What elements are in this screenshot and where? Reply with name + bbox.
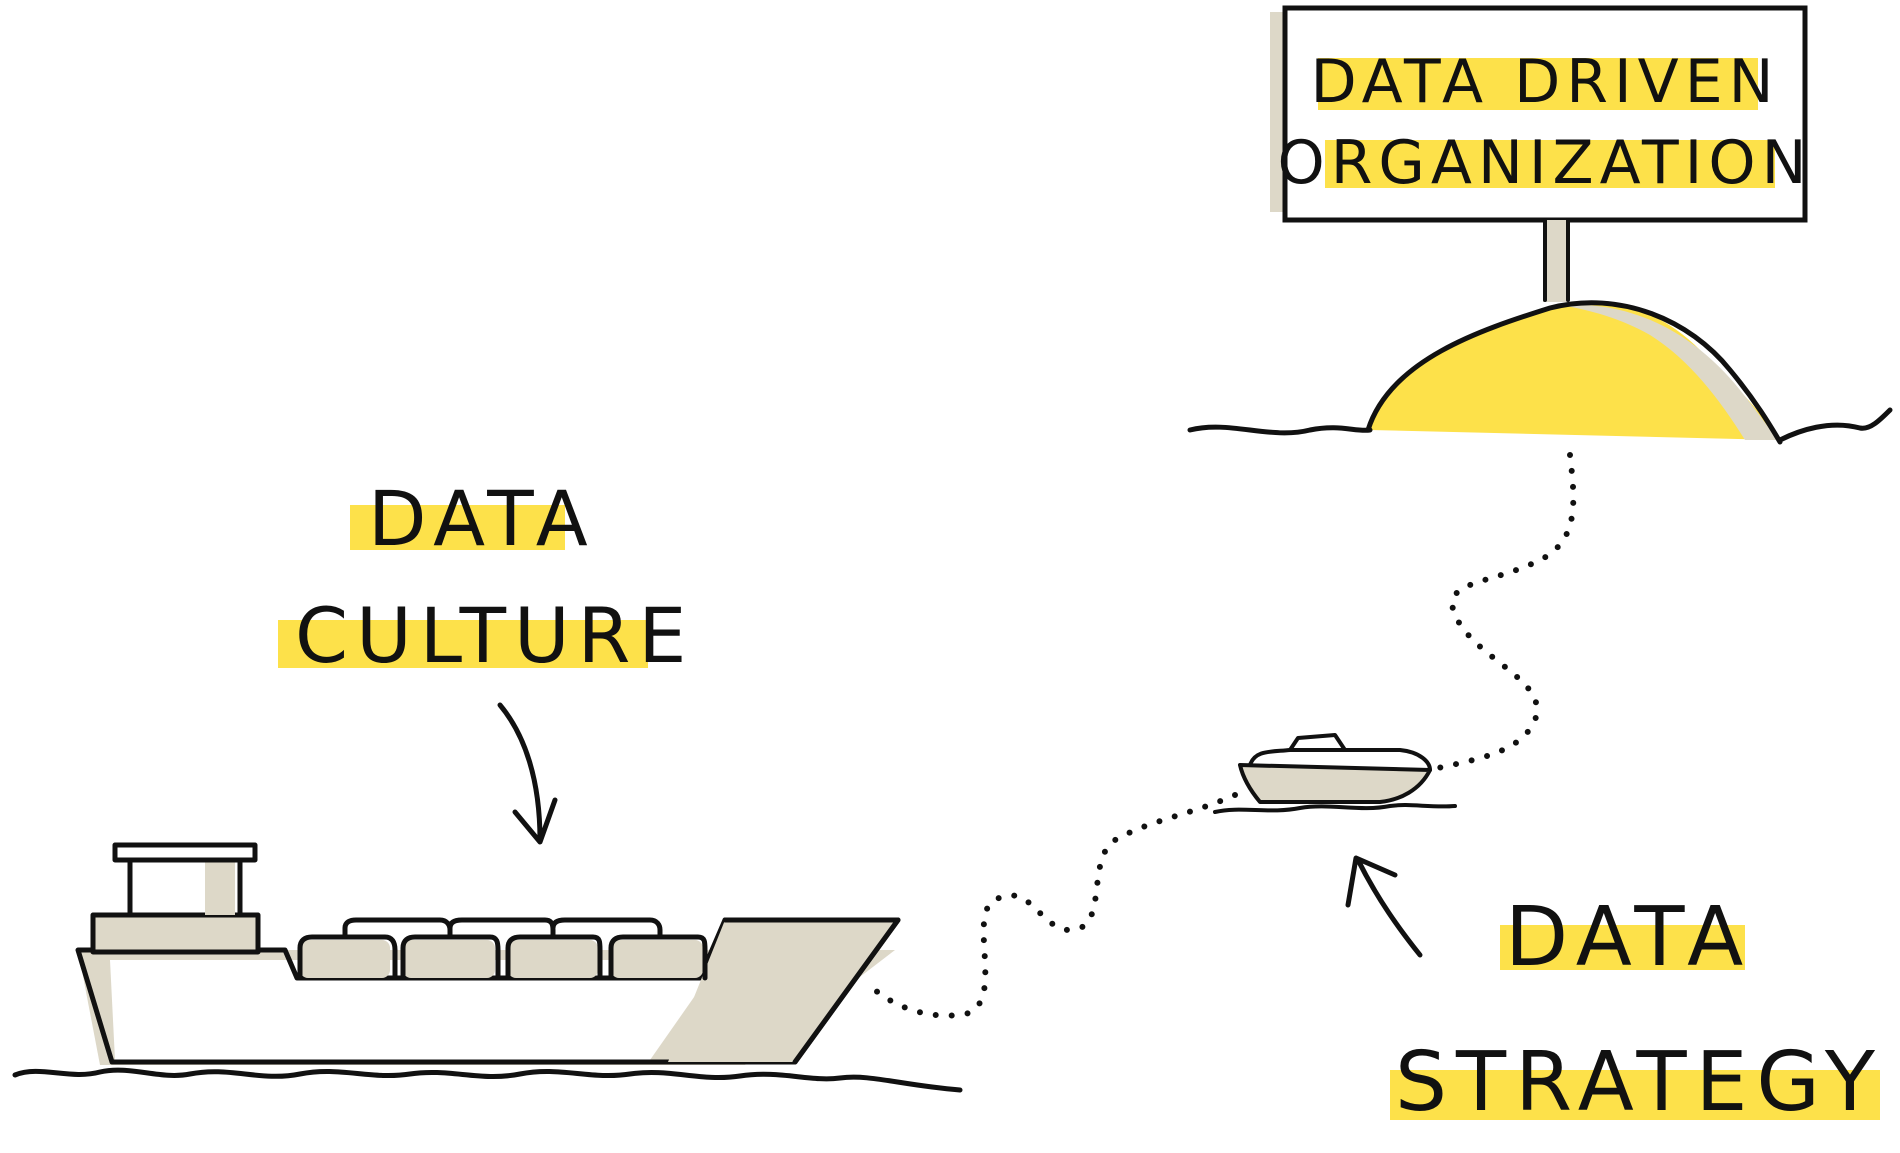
culture-highlight-1 (350, 505, 565, 550)
boat-cabin (1288, 733, 1347, 752)
route-from-ship (872, 792, 1238, 1019)
destination-sign: DATA DRIVEN ORGANIZATION (1270, 5, 1813, 302)
container-3 (508, 940, 598, 978)
data-culture-label: DATA CULTURE (278, 474, 694, 845)
strategy-highlight-1 (1500, 925, 1745, 970)
island (1187, 300, 1893, 445)
ship-bow (722, 917, 901, 1065)
culture-highlight-2 (278, 620, 648, 668)
culture-line-1: DATA (368, 474, 596, 563)
sign-line-1: DATA DRIVEN (1310, 47, 1779, 117)
sign-line-2: ORGANIZATION (1278, 128, 1813, 198)
boat-waterline (1213, 803, 1457, 814)
container-1 (300, 940, 390, 978)
route-to-island (1427, 452, 1577, 773)
strategy-arrow (1345, 855, 1423, 958)
culture-arrow (497, 702, 558, 845)
bridge-tower-shade (205, 860, 235, 915)
data-strategy-label: DATA STRATEGY (1345, 855, 1884, 1130)
culture-line-2: CULTURE (295, 591, 694, 680)
cargo-ship (12, 842, 963, 1093)
boat-hull-fill (1240, 765, 1430, 802)
island-shadow (1560, 304, 1778, 440)
strategy-line-2: STRATEGY (1395, 1035, 1884, 1130)
strategy-highlight-2 (1390, 1070, 1880, 1120)
containers-upper (342, 917, 663, 940)
container-2 (403, 940, 495, 978)
ship-hull-light (110, 960, 720, 1060)
sign-highlight-2 (1325, 140, 1775, 188)
container-4 (611, 940, 703, 978)
small-boat (1213, 733, 1457, 814)
boat-hull (1238, 763, 1432, 804)
sign-pole (1543, 220, 1569, 302)
bridge-roof (112, 842, 258, 863)
strategy-line-1: DATA (1505, 890, 1752, 985)
island-outline (1365, 300, 1783, 445)
bridge-base (93, 915, 258, 952)
ship-waterline (12, 1067, 963, 1093)
sign-highlight-1 (1318, 58, 1758, 110)
ship-bow-fill (668, 920, 898, 1062)
island-waterline (1187, 407, 1893, 443)
